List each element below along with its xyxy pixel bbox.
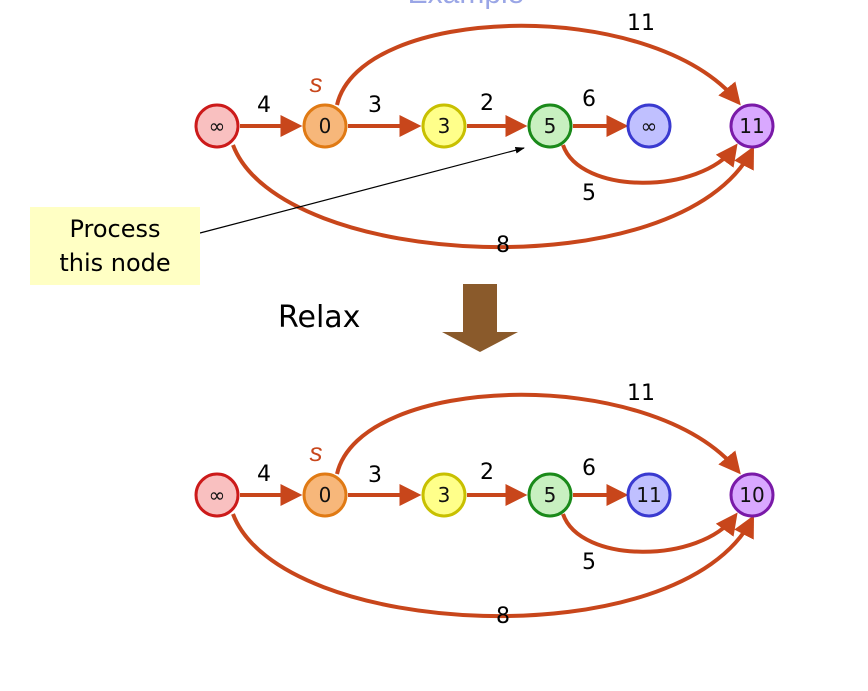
weight-after-c-d: 2 — [480, 460, 494, 485]
node-after-d-value: 5 — [544, 483, 557, 507]
weight-before-d-f: 5 — [582, 181, 596, 206]
source-label-after: s — [310, 437, 323, 467]
weight-before-a-f: 8 — [496, 233, 510, 258]
node-before-f: 11 — [729, 103, 775, 149]
callout-line-2: this node — [59, 249, 171, 277]
source-label-before: s — [310, 68, 323, 98]
weight-before-d-e: 6 — [582, 87, 596, 112]
title-fragment: Example — [408, 0, 525, 10]
process-node-callout: Process this node — [30, 207, 200, 285]
node-after-b-value: 0 — [319, 483, 332, 507]
node-after-f-value: 10 — [739, 483, 764, 507]
node-after-b: 0 — [302, 472, 348, 518]
callout-pointer-arrow — [199, 146, 525, 234]
edge-before-b-f — [335, 23, 741, 106]
node-before-d-value: 5 — [544, 114, 557, 138]
weight-before-c-d: 2 — [480, 91, 494, 116]
node-before-e: ∞ — [626, 103, 672, 149]
node-before-a-value: ∞ — [209, 114, 226, 138]
node-after-d: 5 — [527, 472, 573, 518]
callout-line-1: Process — [69, 215, 161, 243]
edge-before-a-f — [231, 144, 755, 250]
relax-transition-arrow — [442, 284, 518, 352]
edge-after-d-f — [561, 512, 738, 554]
weight-after-a-b: 4 — [257, 462, 271, 487]
node-after-c: 3 — [421, 472, 467, 518]
graph-before: 4 3 2 6 11 5 8 s ∞ 0 3 5 ∞ — [194, 11, 775, 258]
weight-after-d-f: 5 — [582, 550, 596, 575]
weight-before-b-f: 11 — [627, 11, 655, 36]
edge-before-d-f — [561, 143, 738, 185]
node-after-e-value: 11 — [636, 483, 661, 507]
node-before-f-value: 11 — [739, 114, 764, 138]
relax-label: Relax — [278, 300, 361, 335]
node-before-b-value: 0 — [319, 114, 332, 138]
node-after-a: ∞ — [194, 472, 240, 518]
graph-after: 4 3 2 6 11 5 8 s ∞ 0 3 5 11 10 — [194, 381, 775, 629]
node-before-d: 5 — [527, 103, 573, 149]
node-after-e: 11 — [626, 472, 672, 518]
node-before-c: 3 — [421, 103, 467, 149]
weight-after-b-f: 11 — [627, 381, 655, 406]
node-before-e-value: ∞ — [641, 114, 658, 138]
weight-before-a-b: 4 — [257, 93, 271, 118]
weight-after-d-e: 6 — [582, 456, 596, 481]
node-before-c-value: 3 — [438, 114, 451, 138]
node-before-b: 0 — [302, 103, 348, 149]
node-after-a-value: ∞ — [209, 483, 226, 507]
weight-after-b-c: 3 — [368, 463, 382, 488]
edge-after-b-f — [335, 392, 741, 475]
node-after-f: 10 — [729, 472, 775, 518]
node-after-c-value: 3 — [438, 483, 451, 507]
node-before-a: ∞ — [194, 103, 240, 149]
edge-after-a-f — [231, 513, 755, 619]
weight-before-b-c: 3 — [368, 93, 382, 118]
weight-after-a-f: 8 — [496, 604, 510, 629]
